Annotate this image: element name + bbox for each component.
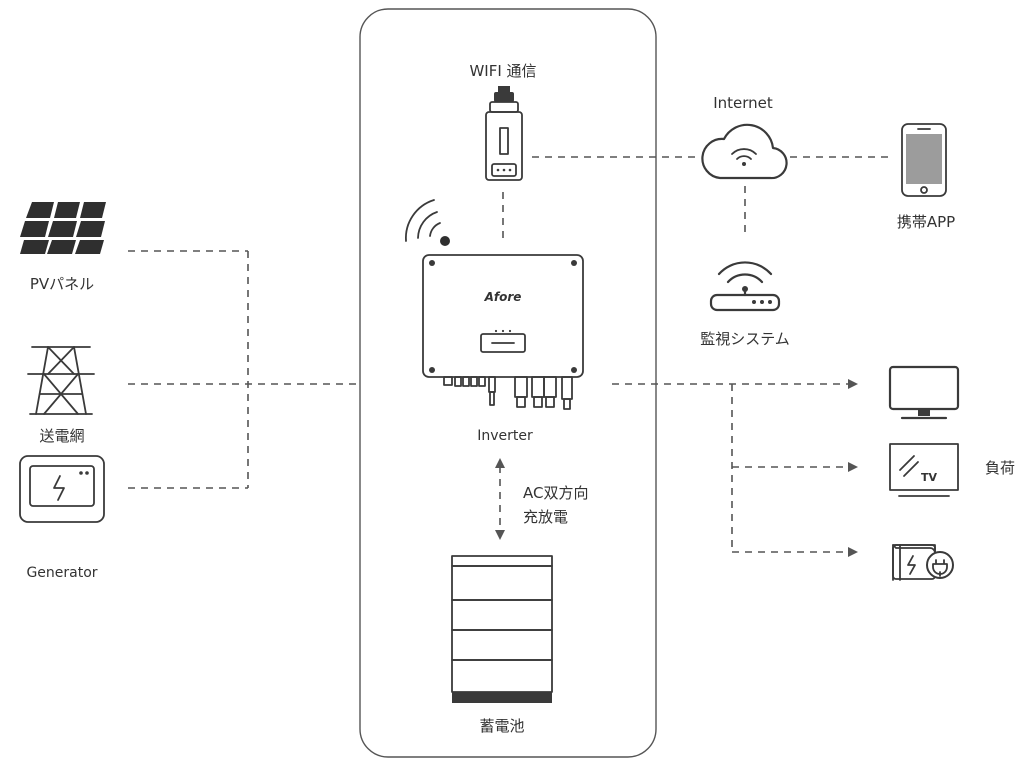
inverter-label: Inverter [477, 428, 533, 444]
generator-icon [19, 455, 105, 523]
tv-badge: TV [921, 471, 938, 484]
grid-label: 送電網 [39, 427, 84, 445]
load-label: 負荷 [985, 459, 1015, 477]
inverter-icon: Afore [422, 254, 584, 410]
generator-label: Generator [26, 565, 97, 581]
wireless-signal-icon [405, 199, 450, 246]
mobile-app-label: 携帯APP [897, 213, 955, 231]
inverter-brand: Afore [484, 290, 522, 304]
solar-panel-icon [20, 202, 106, 254]
internet-label: Internet [713, 94, 773, 112]
ac-label-line2: 充放電 [523, 508, 568, 526]
wifi-module-icon [485, 86, 523, 181]
central-system-box [359, 8, 657, 758]
phone-icon [901, 123, 947, 197]
battery-icon [451, 555, 553, 703]
monitor-icon [888, 365, 960, 420]
pv-panel-label: PVパネル [30, 275, 94, 293]
monitoring-label: 監視システム [700, 330, 790, 348]
router-icon [709, 261, 781, 312]
cloud-icon [701, 123, 788, 180]
ev-charger-icon [892, 544, 954, 581]
ac-label-line1: AC双方向 [523, 484, 588, 502]
wifi-label: WIFI 通信 [469, 62, 536, 80]
transmission-tower-icon [27, 346, 95, 415]
battery-label: 蓄電池 [479, 717, 524, 735]
tv-icon: TV [889, 443, 959, 497]
connection-lines [128, 156, 888, 557]
